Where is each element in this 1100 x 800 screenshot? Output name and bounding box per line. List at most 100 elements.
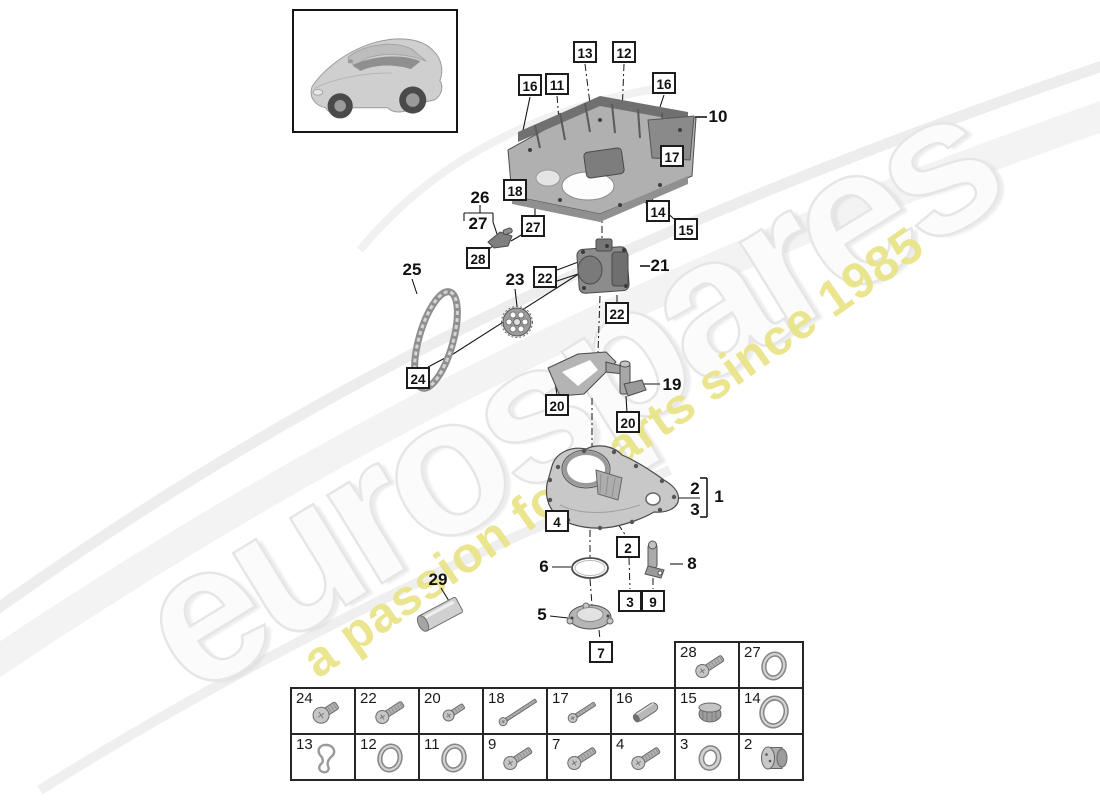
part-label-12[interactable]: 12 (612, 41, 636, 63)
part-label-27[interactable]: 27 (521, 215, 545, 237)
fastener-cell-number: 9 (488, 736, 497, 753)
vehicle-thumbnail-box[interactable] (292, 9, 458, 133)
part-label-27[interactable]: 27 (468, 214, 488, 233)
part-cover-5[interactable] (566, 602, 614, 630)
part-label-20[interactable]: 20 (616, 411, 640, 433)
oring-icon (441, 743, 467, 773)
part-label-3[interactable]: 3 (618, 590, 642, 612)
screw-thin-icon (567, 701, 596, 724)
part-label-22[interactable]: 22 (533, 266, 557, 288)
part-label-2[interactable]: 2 (690, 479, 700, 498)
fastener-cell-15[interactable]: 15 (674, 687, 740, 735)
part-oil-pan-1[interactable] (545, 445, 680, 531)
fastener-cell-number: 16 (616, 690, 633, 707)
fastener-cell-9[interactable]: 9 (482, 733, 548, 781)
part-label-23[interactable]: 23 (505, 270, 525, 289)
plug-icon (698, 702, 722, 723)
part-oil-pump-21[interactable] (576, 238, 630, 294)
fastener-cell-27[interactable]: 27 (738, 641, 804, 689)
fastener-cell-number: 3 (680, 736, 689, 753)
oring-lg-icon (759, 695, 789, 729)
part-sprocket-23[interactable] (501, 306, 533, 338)
part-label-8[interactable]: 8 (687, 554, 697, 573)
part-label-5[interactable]: 5 (537, 605, 547, 624)
part-label-18[interactable]: 18 (503, 179, 527, 201)
sleeve-icon (632, 702, 659, 723)
fastener-cell-number: 14 (744, 690, 761, 707)
fastener-cell-28[interactable]: 28 (674, 641, 740, 689)
part-tube-29[interactable] (415, 596, 463, 633)
fastener-cell-3[interactable]: 3 (674, 733, 740, 781)
fastener-cell-18[interactable]: 18 (482, 687, 548, 735)
part-label-24[interactable]: 24 (406, 367, 430, 389)
part-label-29[interactable]: 29 (428, 570, 448, 589)
part-label-10[interactable]: 10 (708, 107, 728, 126)
fastener-cell-7[interactable]: 7 (546, 733, 612, 781)
fastener-cell-number: 7 (552, 736, 561, 753)
fastener-cell-number: 22 (360, 690, 377, 707)
screw-lg-icon (312, 701, 339, 724)
part-label-15[interactable]: 15 (674, 218, 698, 240)
screw-md-icon (375, 701, 405, 725)
fastener-cell-2[interactable]: 2 (738, 733, 804, 781)
fastener-cell-number: 18 (488, 690, 505, 707)
fastener-cell-16[interactable]: 16 (610, 687, 676, 735)
part-label-7[interactable]: 7 (589, 641, 613, 663)
part-sensor-8[interactable] (644, 540, 665, 579)
gasket-icon (317, 743, 336, 774)
part-oring-6[interactable] (571, 557, 609, 579)
fastener-cell-14[interactable]: 14 (738, 687, 804, 735)
part-label-16[interactable]: 16 (518, 74, 542, 96)
part-label-1[interactable]: 1 (714, 487, 724, 506)
part-label-11[interactable]: 11 (545, 73, 569, 95)
part-label-19[interactable]: 19 (662, 375, 682, 394)
part-label-6[interactable]: 6 (539, 557, 549, 576)
fastener-cell-number: 27 (744, 644, 761, 661)
part-baffle-plate-10[interactable] (507, 96, 697, 222)
part-clip-26-27-28[interactable] (487, 227, 513, 249)
part-label-22[interactable]: 22 (605, 302, 629, 324)
screw-md-icon (631, 747, 661, 771)
fastener-cell-number: 20 (424, 690, 441, 707)
fastener-cell-number: 11 (424, 736, 440, 753)
fastener-cell-11[interactable]: 11 (418, 733, 484, 781)
part-label-16[interactable]: 16 (652, 72, 676, 94)
part-label-21[interactable]: 21 (650, 256, 670, 275)
oring-icon (761, 651, 787, 681)
fastener-cell-number: 4 (616, 736, 625, 753)
oring-sm-icon (698, 745, 722, 771)
fastener-cell-12[interactable]: 12 (354, 733, 420, 781)
fastener-cell-number: 2 (744, 736, 753, 753)
part-label-9[interactable]: 9 (641, 590, 665, 612)
screw-md-icon (695, 655, 725, 679)
fastener-cell-22[interactable]: 22 (354, 687, 420, 735)
part-label-3[interactable]: 3 (690, 500, 700, 519)
fastener-cell-number: 17 (552, 690, 569, 707)
fastener-cell-number: 12 (360, 736, 377, 753)
fastener-cell-number: 28 (680, 644, 697, 661)
part-bracket-19[interactable] (547, 351, 647, 397)
fastener-cell-number: 24 (296, 690, 313, 707)
screw-md-icon (503, 747, 533, 771)
fastener-cell-24[interactable]: 24 (290, 687, 356, 735)
part-label-2[interactable]: 2 (616, 536, 640, 558)
fastener-cell-17[interactable]: 17 (546, 687, 612, 735)
part-label-17[interactable]: 17 (660, 145, 684, 167)
plug-flange-icon (761, 746, 788, 770)
part-label-4[interactable]: 4 (545, 510, 569, 532)
part-label-20[interactable]: 20 (545, 394, 569, 416)
screw-long-icon (498, 698, 537, 727)
fastener-cell-13[interactable]: 13 (290, 733, 356, 781)
part-label-13[interactable]: 13 (573, 41, 597, 63)
oring-icon (377, 743, 403, 773)
fastener-cell-4[interactable]: 4 (610, 733, 676, 781)
part-label-25[interactable]: 25 (402, 260, 422, 279)
part-label-28[interactable]: 28 (466, 247, 490, 269)
fastener-cell-20[interactable]: 20 (418, 687, 484, 735)
vehicle-illustration (310, 38, 443, 119)
part-label-26[interactable]: 26 (470, 188, 490, 207)
part-label-14[interactable]: 14 (646, 200, 670, 222)
